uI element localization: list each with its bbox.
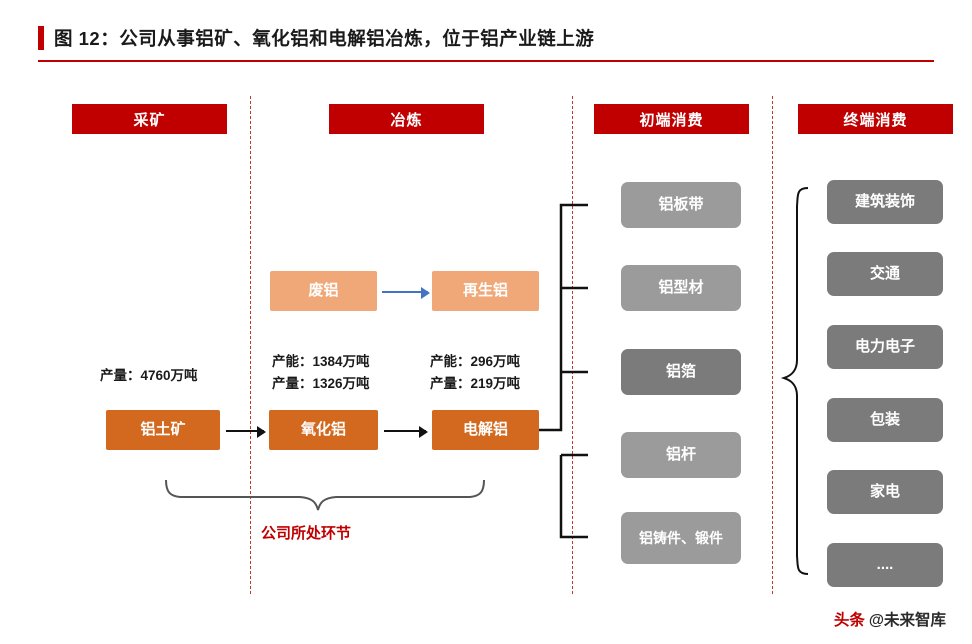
node-transportation[interactable]: 交通 <box>827 252 943 296</box>
node-building-decoration[interactable]: 建筑装饰 <box>827 180 943 224</box>
company-scope-caption: 公司所处环节 <box>261 525 352 542</box>
node-scrap-aluminum[interactable]: 废铝 <box>270 271 377 311</box>
column-separator-1 <box>250 96 251 594</box>
node-alumina[interactable]: 氧化铝 <box>269 410 378 450</box>
watermark: 头条 @未来智库 <box>834 608 946 630</box>
node-aluminum-sheet-strip[interactable]: 铝板带 <box>621 182 741 228</box>
node-bauxite[interactable]: 铝土矿 <box>106 410 220 450</box>
column-separator-3 <box>772 96 773 594</box>
node-power-electronics[interactable]: 电力电子 <box>827 325 943 369</box>
node-electrolytic-aluminum[interactable]: 电解铝 <box>432 410 539 450</box>
title-underline <box>38 60 934 62</box>
node-packaging[interactable]: 包装 <box>827 398 943 442</box>
node-recycled-aluminum[interactable]: 再生铝 <box>432 271 539 311</box>
alumina-output-label: 产量：1326万吨 <box>272 376 370 391</box>
arrow-alumina-to-electrolytic <box>384 426 428 438</box>
column-separator-2 <box>572 96 573 594</box>
mining-output-label: 产量：4760万吨 <box>100 368 198 383</box>
watermark-mark: 头条 <box>833 612 865 629</box>
node-home-appliances[interactable]: 家电 <box>827 470 943 514</box>
arrow-bauxite-to-alumina <box>226 426 266 438</box>
node-aluminum-rod[interactable]: 铝杆 <box>621 432 741 478</box>
column-header-smelting: 冶炼 <box>329 104 484 134</box>
node-aluminum-castings-forgings[interactable]: 铝铸件、锻件 <box>621 512 741 564</box>
page-title: 图 12：公司从事铝矿、氧化铝和电解铝冶炼，位于铝产业链上游 <box>38 18 934 58</box>
column-header-mining: 采矿 <box>72 104 227 134</box>
watermark-text: @未来智库 <box>868 612 946 629</box>
arrow-scrap-to-recycled <box>382 287 430 299</box>
node-aluminum-foil[interactable]: 铝箔 <box>621 349 741 395</box>
electrolytic-capacity-label: 产能：296万吨 <box>430 354 521 369</box>
column-header-end-consumption: 终端消费 <box>798 104 953 134</box>
electrolytic-output-label: 产量：219万吨 <box>430 376 521 391</box>
node-others[interactable]: .... <box>827 543 943 587</box>
alumina-capacity-label: 产能：1384万吨 <box>272 354 370 369</box>
title-text: 图 12：公司从事铝矿、氧化铝和电解铝冶炼，位于铝产业链上游 <box>54 28 595 49</box>
title-accent-bar <box>38 26 44 50</box>
node-aluminum-profile[interactable]: 铝型材 <box>621 265 741 311</box>
column-header-primary-consumption: 初端消费 <box>594 104 749 134</box>
